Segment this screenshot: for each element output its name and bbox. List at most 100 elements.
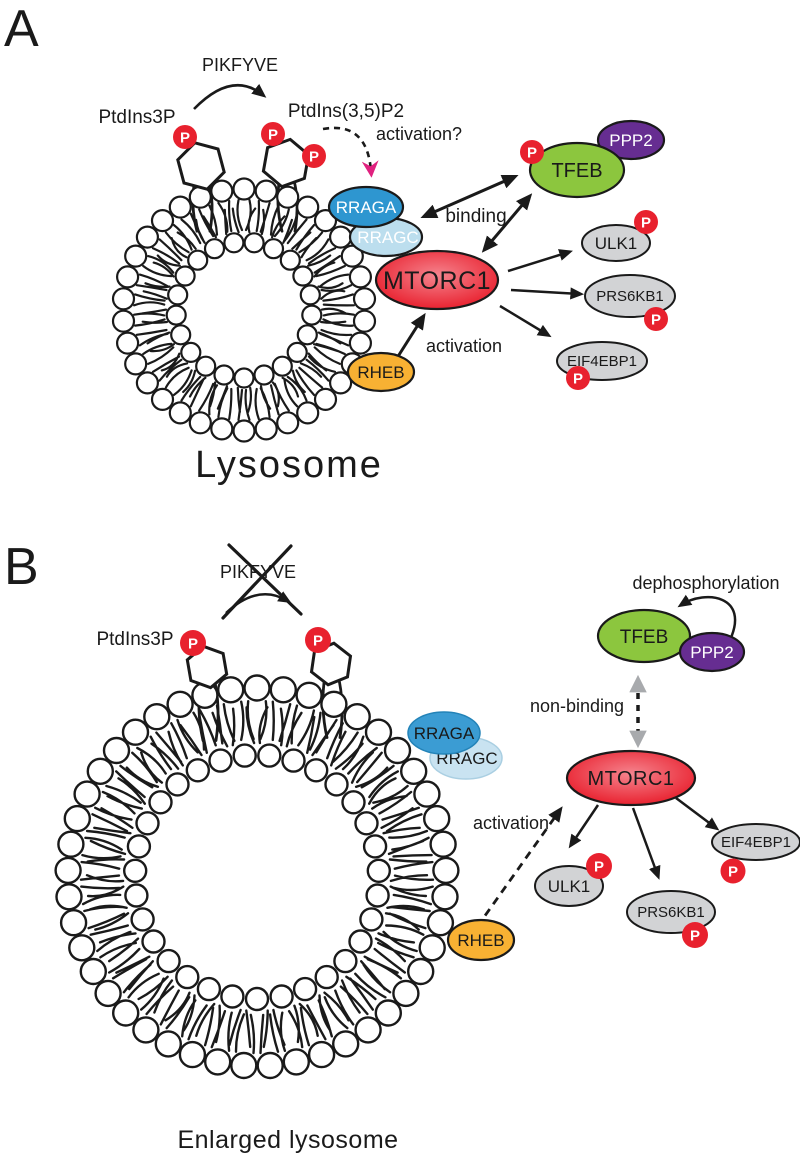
prs6kb1-label-a: PRS6KB1 — [596, 288, 664, 305]
phosphate-letter: P — [309, 149, 319, 166]
panel-a: A PIKFYVE PtdIns3P PtdIns(3,5)P2 activat… — [4, 0, 676, 486]
mtorc1-label-a: MTORC1 — [383, 267, 491, 295]
rheb-node-b — [446, 918, 516, 962]
tfeb-node-a — [528, 141, 626, 199]
phosphate-letter: P — [313, 633, 323, 650]
prs6kb1-label-b: PRS6KB1 — [637, 904, 705, 921]
activation-question-label: activation? — [376, 124, 462, 144]
phosphate-circle — [566, 366, 590, 390]
rheb-label-a: RHEB — [357, 363, 404, 382]
mtorc1-node-b — [565, 749, 697, 807]
ppp2-node-b — [678, 631, 746, 673]
pikfyve-label-a: PIKFYVE — [202, 55, 278, 75]
phosphate-badge: P — [682, 922, 708, 948]
phosphate-badge: P — [180, 630, 206, 656]
phosphate-letter: P — [268, 127, 278, 144]
phosphate-letter: P — [180, 130, 190, 147]
tfeb-label-b: TFEB — [620, 627, 669, 648]
enlarged-lysosome-caption: Enlarged lysosome — [177, 1126, 398, 1154]
phosphate-badge: P — [261, 122, 285, 146]
tfeb-label-a: TFEB — [551, 160, 602, 182]
ppp2-label-a: PPP2 — [609, 131, 652, 150]
phosphate-letter: P — [573, 371, 583, 388]
phosphate-badge: P — [644, 307, 668, 331]
ptdins3p-label-b: PtdIns3P — [96, 629, 173, 650]
dephosphorylation-arrow — [677, 594, 737, 641]
rheb-activation-arrow-b — [475, 806, 563, 928]
phosphate-circle — [586, 853, 612, 879]
rheb-node-a — [346, 351, 416, 393]
mtorc1-arrow-prs6kb1-b — [631, 807, 661, 880]
phosphate-letter: P — [728, 864, 738, 881]
lysosome-caption: Lysosome — [195, 444, 383, 486]
rraga-node-a — [327, 185, 405, 229]
eif4ebp1-label-a: EIF4EBP1 — [567, 353, 637, 370]
phosphate-circle — [305, 627, 331, 653]
activation-label-b: activation — [473, 813, 549, 833]
rheb-label-b: RHEB — [457, 931, 504, 950]
tfeb-node-b — [596, 608, 692, 664]
activation-label-a: activation — [426, 336, 502, 356]
mtorc1-node-a — [374, 249, 500, 311]
mtorc1-arrow-prs6kb1-a — [510, 287, 585, 300]
rraga-label-a: RRAGA — [336, 198, 397, 217]
phosphate-letter: P — [188, 636, 198, 653]
pikfyve-cross-line-2 — [221, 544, 293, 620]
mtorc1-arrow-eif4ebp1-b — [675, 797, 720, 831]
lysosome-membrane-a — [111, 177, 377, 443]
phosphate-badge: P — [720, 858, 746, 884]
phosphate-letter: P — [651, 312, 661, 329]
ptdins35p2-label: PtdIns(3,5)P2 — [288, 101, 404, 122]
panel-b-letter: B — [4, 538, 39, 596]
rheb-activation-arrow-a — [395, 312, 426, 359]
phosphate-badge: P — [173, 125, 197, 149]
eif4ebp1-label-b: EIF4EBP1 — [721, 834, 791, 851]
binding-label: binding — [445, 206, 506, 227]
mtorc1-arrow-ulk1-a — [507, 249, 573, 273]
ulk1-node-b — [534, 865, 604, 907]
phosphate-circle — [180, 630, 206, 656]
ulk1-label-a: ULK1 — [595, 234, 638, 253]
ulk1-label-b: ULK1 — [548, 877, 591, 896]
eif4ebp1-node-b — [711, 823, 800, 861]
phosphate-circle — [720, 858, 746, 884]
panel-a-letter: A — [4, 0, 39, 58]
rragc-label-a: RRAGC — [357, 228, 418, 247]
lipid-hexagon-bodies-b — [185, 641, 353, 690]
ulk1-node-a — [581, 224, 651, 262]
mtorc1-arrow-eif4ebp1-a — [499, 304, 552, 338]
phosphate-badge: P — [586, 853, 612, 879]
phosphate-circle — [682, 922, 708, 948]
phosphate-letter: P — [641, 215, 651, 232]
non-binding-label: non-binding — [530, 696, 624, 716]
phosphate-circle — [261, 122, 285, 146]
prs6kb1-node-a — [584, 274, 676, 318]
phosphate-circle — [173, 125, 197, 149]
rraga-node-b — [407, 711, 481, 755]
binding-arrow-rrag-tfeb — [420, 174, 519, 219]
binding-arrow-mtorc1-tfeb — [481, 193, 533, 253]
phosphate-letter: P — [690, 928, 700, 945]
phosphate-badge: P — [566, 366, 590, 390]
ptdins3p-label-a: PtdIns3P — [98, 107, 175, 128]
phosphate-badge: P — [302, 144, 326, 168]
dephosphorylation-label: dephosphorylation — [632, 573, 779, 593]
phosphate-badge: P — [634, 210, 658, 234]
rraga-label-b: RRAGA — [414, 724, 475, 743]
mtorc1-arrow-ulk1-b — [568, 804, 600, 849]
phosphate-badge: P — [305, 627, 331, 653]
lysosome-membrane-b — [54, 674, 460, 1080]
phosphate-circle — [634, 210, 658, 234]
lipid-hexagon-bodies-a — [176, 137, 311, 191]
phosphate-circle — [644, 307, 668, 331]
phosphate-circle — [302, 144, 326, 168]
ppp2-node-a — [596, 119, 666, 161]
mtorc1-label-b: MTORC1 — [587, 768, 674, 790]
ptdins35p2-activation-arrow — [322, 126, 379, 178]
pikfyve-cross-line-1 — [227, 543, 303, 616]
phosphate-badge: P — [520, 140, 544, 164]
phosphate-letter: P — [527, 145, 537, 162]
phosphate-circle — [520, 140, 544, 164]
panel-b: B PIKFYVE PtdIns3P P P RRAGC RRAGA depho… — [4, 538, 800, 1154]
